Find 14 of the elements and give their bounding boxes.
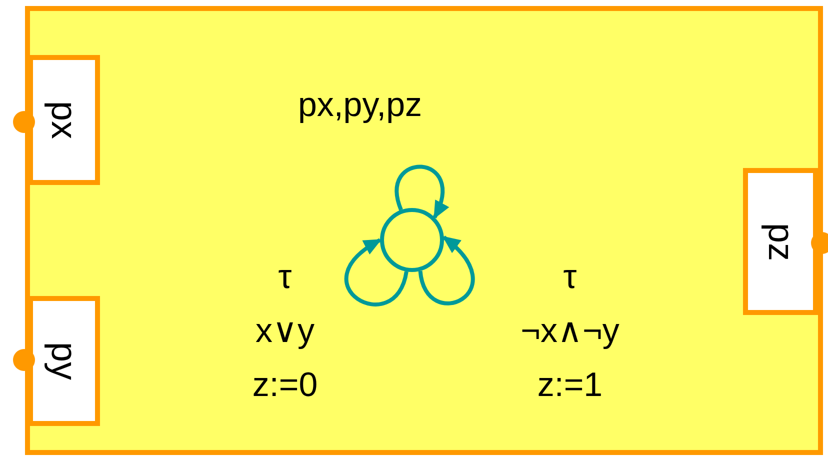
- transition-label: τ ¬x∧¬y z:=1: [520, 257, 620, 406]
- port-label: pz: [762, 222, 798, 261]
- state-circle: [380, 208, 444, 272]
- component-box: [25, 6, 823, 455]
- port-label: px: [46, 100, 82, 140]
- self-loop-arrow: [395, 164, 448, 220]
- port-box: [28, 55, 100, 185]
- self-loop-arrow: [418, 236, 474, 306]
- port-label: py: [46, 342, 82, 380]
- port-box: [28, 296, 100, 426]
- self-loop-arrow: [344, 238, 408, 306]
- port-box: [743, 168, 818, 315]
- transition-label: px,py,pz: [298, 85, 422, 126]
- transition-label: τ x∨y z:=0: [252, 257, 318, 406]
